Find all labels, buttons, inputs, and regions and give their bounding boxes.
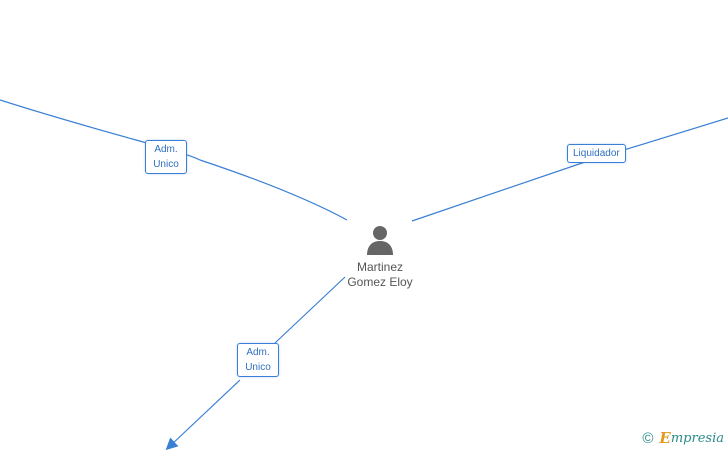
edge-role-line2: Unico: [153, 159, 179, 170]
copyright-icon: ©: [642, 429, 654, 447]
edge-role-line1: Adm.: [246, 347, 270, 358]
edge-role-line1: Adm.: [154, 144, 178, 155]
brand-logo-letter: E: [659, 429, 671, 447]
brand-logo-text: mpresia: [670, 430, 724, 446]
edge-adm-unico-top[interactable]: [0, 99, 348, 221]
edge-adm-unico-bottom[interactable]: [170, 276, 346, 446]
edge-liquidador[interactable]: [411, 117, 728, 222]
person-name-line2: Gomez Eloy: [347, 275, 413, 289]
edge-label-liquidador[interactable]: Liquidador: [567, 144, 626, 163]
person-icon: [367, 226, 393, 255]
edge-label-adm-unico-top[interactable]: Adm. Unico: [145, 140, 187, 174]
edge-role-line2: Unico: [245, 362, 271, 373]
person-name[interactable]: Martinez Gomez Eloy: [330, 260, 430, 290]
edge-role-line1: Liquidador: [573, 148, 620, 159]
person-node[interactable]: Martinez Gomez Eloy: [330, 224, 430, 290]
edge-label-adm-unico-bottom[interactable]: Adm. Unico: [237, 343, 279, 377]
person-name-line1: Martinez: [356, 260, 403, 274]
